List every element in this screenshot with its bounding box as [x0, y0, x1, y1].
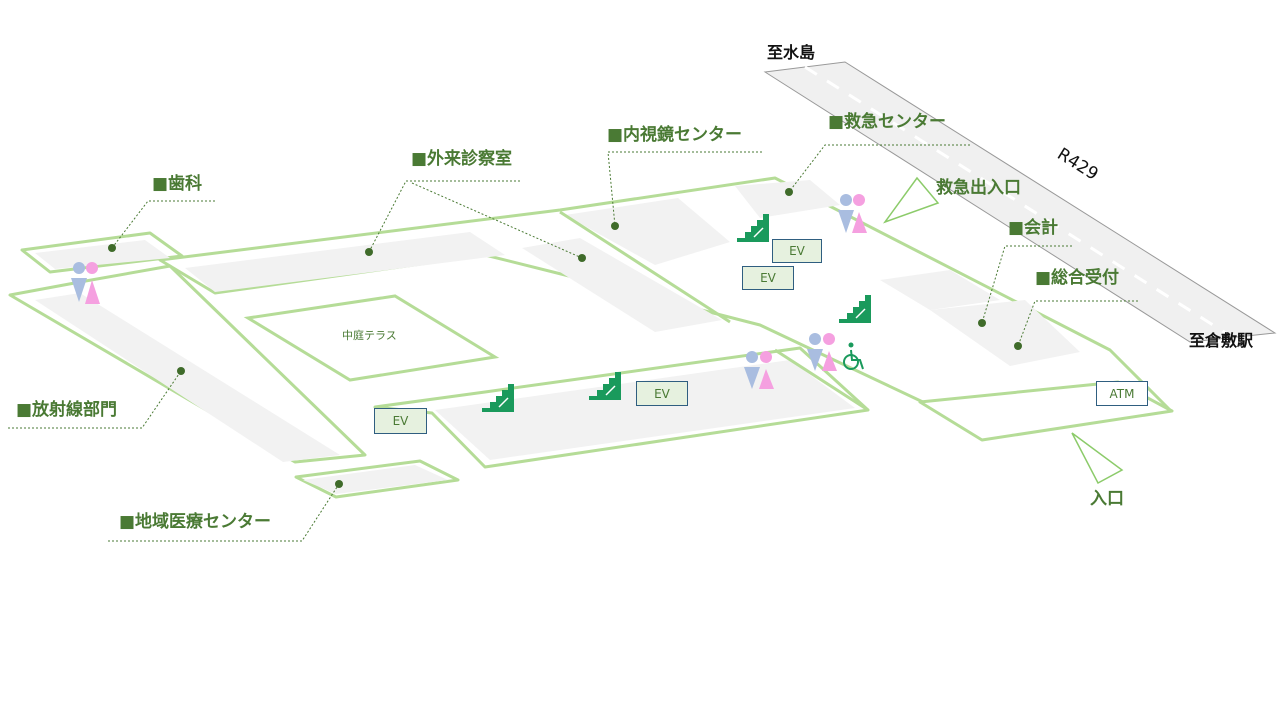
atm-marker[interactable]: ATM [1096, 381, 1148, 406]
courtyard [243, 294, 500, 382]
stairs-icon [482, 214, 871, 412]
label-outpatient[interactable]: ■外来診察室 [411, 149, 513, 169]
label-dental[interactable]: ■歯科 [152, 174, 203, 194]
label-endoscopy[interactable]: ■内視鏡センター [607, 125, 743, 145]
label-courtyard: 中庭テラス [342, 329, 397, 342]
emergency-entrance-arrow-icon [882, 176, 940, 224]
label-main-entrance[interactable]: 入口 [1090, 489, 1124, 509]
restroom-icon [71, 194, 867, 389]
label-emergency-center[interactable]: ■救急センター [828, 112, 947, 132]
road-r429 [763, 61, 1277, 343]
road-label-to-mizushima: 至水島 [767, 43, 816, 62]
elevator-marker[interactable]: EV [772, 239, 822, 263]
road-label-to-kurashiki: 至倉敷駅 [1189, 331, 1254, 350]
label-emergency-entrance[interactable]: 救急出入口 [936, 178, 1021, 198]
label-accounting[interactable]: ■会計 [1008, 218, 1059, 238]
main-entrance-arrow-icon [1071, 432, 1124, 485]
label-general-reception[interactable]: ■総合受付 [1035, 268, 1120, 288]
wheelchair-icon [843, 342, 864, 370]
elevator-marker[interactable]: EV [742, 266, 794, 290]
elevator-marker[interactable]: EV [374, 408, 427, 434]
label-regional-medical-center[interactable]: ■地域医療センター [119, 512, 272, 532]
elevator-marker[interactable]: EV [636, 381, 688, 406]
label-radiology[interactable]: ■放射線部門 [16, 400, 118, 420]
